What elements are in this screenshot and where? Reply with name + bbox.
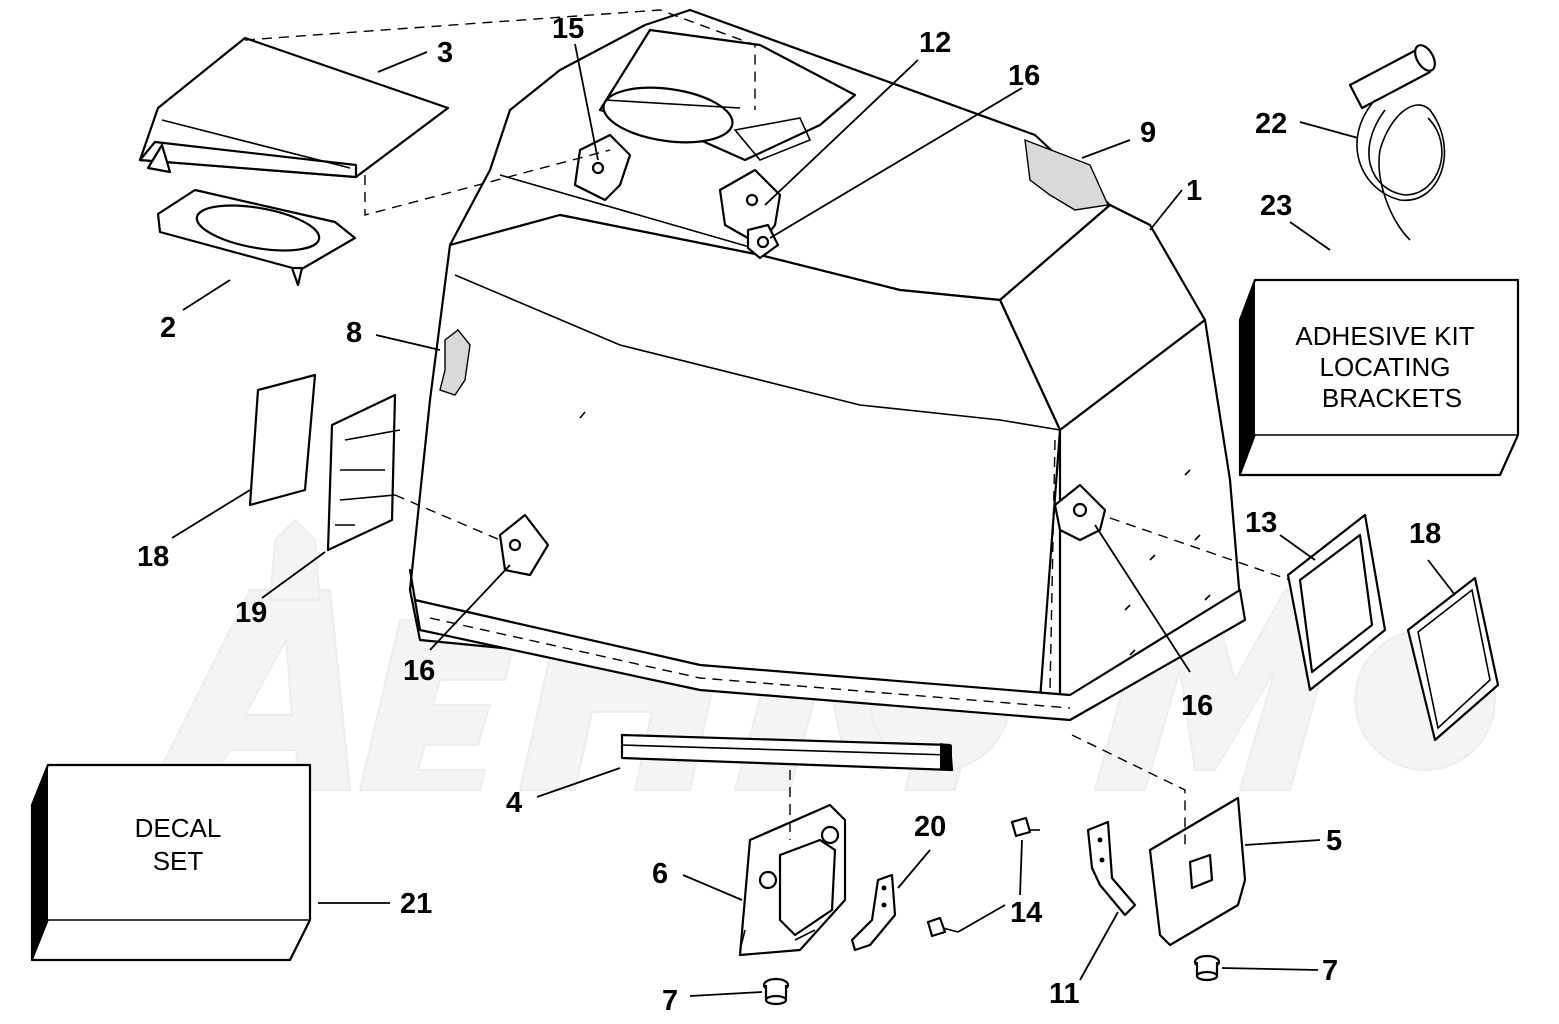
leader-lines (171, 43, 1456, 997)
label-part-19: 19 (235, 597, 267, 629)
part-11-bracket (1086, 820, 1137, 917)
label-part-16-left: 16 (403, 655, 435, 687)
part-3-top-cover (138, 36, 450, 179)
decal-set-line-1: DECAL (135, 813, 222, 843)
part-12-bracket (718, 168, 782, 260)
part-1-engine-cover (408, 8, 1247, 722)
label-part-8: 8 (346, 317, 362, 349)
label-part-3: 3 (437, 37, 453, 69)
label-part-16-right: 16 (1181, 690, 1213, 722)
label-part-12: 12 (919, 27, 951, 59)
label-part-5: 5 (1326, 825, 1342, 857)
part-15-bracket (573, 133, 632, 202)
label-part-7-right: 7 (1322, 955, 1338, 987)
label-part-18-left: 18 (137, 541, 169, 573)
label-part-7-left: 7 (662, 985, 678, 1017)
part-14-screws (926, 816, 1040, 938)
label-part-6: 6 (652, 858, 668, 890)
adhesive-kit-line-3: BRACKETS (1322, 383, 1462, 413)
label-part-15: 15 (552, 13, 584, 45)
label-part-14: 14 (1010, 897, 1042, 929)
label-part-16-top: 16 (1008, 60, 1040, 92)
part-22-cable (1348, 44, 1446, 241)
part-number-labels: 1 2 3 4 5 6 7 7 8 9 11 12 13 14 15 16 16… (137, 13, 1441, 1017)
part-16-bracket-right (1053, 483, 1107, 542)
part-5-latch-cover (1071, 734, 1247, 947)
part-19-bracket-plate (326, 393, 501, 552)
part-7-grommet-left (762, 977, 790, 1006)
label-part-22: 22 (1255, 108, 1287, 140)
label-part-4: 4 (506, 787, 522, 819)
part-7-grommet-right (1193, 954, 1221, 982)
part-18-gasket-left (248, 373, 317, 507)
part-18-gasket-right (1406, 576, 1500, 742)
part-9-foam-pad (1024, 138, 1110, 211)
label-part-18-right: 18 (1409, 518, 1441, 550)
label-part-21: 21 (400, 888, 432, 920)
part-2-intake-seal (156, 188, 357, 287)
part-6-latch-plate (738, 803, 847, 957)
part-4-seal-strip (620, 733, 954, 805)
label-part-1: 1 (1186, 175, 1202, 207)
part-8-foam-pad (439, 329, 471, 396)
label-part-23: 23 (1260, 190, 1292, 222)
adhesive-kit-line-1: ADHESIVE KIT (1295, 321, 1474, 351)
label-part-2: 2 (160, 312, 176, 344)
part-20-clip (850, 873, 897, 952)
adhesive-kit-line-2: LOCATING (1320, 352, 1451, 382)
adhesive-kit-box: ADHESIVE KIT LOCATING BRACKETS (1238, 278, 1520, 477)
label-part-20: 20 (914, 811, 946, 843)
decal-set-box: DECAL SET (30, 763, 312, 962)
decal-set-line-2: SET (153, 846, 204, 876)
label-part-9: 9 (1140, 117, 1156, 149)
part-16-bracket-left (498, 513, 550, 577)
label-part-13: 13 (1245, 507, 1277, 539)
label-part-11: 11 (1049, 978, 1080, 1010)
